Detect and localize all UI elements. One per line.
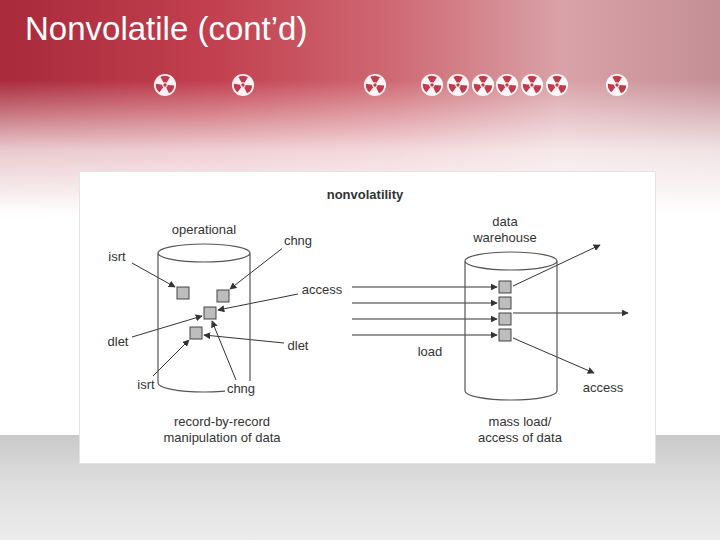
radiation-symbol [496, 74, 518, 96]
operation-label: access [300, 282, 344, 298]
cylinder-store: operational [144, 222, 264, 394]
operation-label: chng [225, 381, 257, 397]
record-square [190, 327, 202, 339]
record-square [177, 287, 189, 299]
cylinder-store: data warehouse [463, 214, 547, 402]
operation-label: dlet [106, 334, 131, 350]
record-square [217, 290, 229, 302]
radiation-symbol [232, 74, 254, 96]
load-arrow [352, 287, 497, 288]
store-heading: data warehouse [463, 214, 547, 246]
load-arrow [352, 319, 497, 320]
record-square [499, 297, 511, 309]
store-caption: mass load/ access of data [468, 414, 572, 446]
operation-label: isrt [106, 249, 127, 265]
cylinder-shape [158, 244, 250, 392]
radiation-symbol [472, 74, 494, 96]
operation-label: chng [282, 233, 314, 249]
operation-label: isrt [135, 377, 156, 393]
radiation-symbol [521, 74, 543, 96]
store-heading-group: data warehouse [463, 214, 547, 246]
leader-arrow [212, 321, 236, 380]
leader-arrow [132, 316, 202, 337]
access-arrow [513, 338, 594, 373]
load-arrow [352, 335, 497, 336]
leader-arrows [132, 245, 628, 380]
operation-label: access [581, 380, 625, 396]
diagram-heading: nonvolatility [325, 187, 406, 203]
radiation-symbol [606, 74, 628, 96]
radiation-symbol [447, 74, 469, 96]
record-square [499, 329, 511, 341]
radiation-symbol [364, 74, 386, 96]
leader-arrow [204, 335, 284, 343]
store-caption: record-by-record manipulation of data [150, 414, 294, 446]
slide-title: Nonvolatile (cont’d) [25, 9, 307, 49]
store-heading: operational [144, 222, 264, 238]
load-arrow [352, 303, 497, 304]
store-heading-group: operational [144, 222, 264, 238]
operation-label: load [416, 344, 445, 360]
record-square [499, 313, 511, 325]
radiation-symbol [154, 74, 176, 96]
radiation-symbols [154, 74, 628, 96]
leader-arrow [230, 247, 284, 289]
records [177, 281, 511, 341]
cylinder-shape [465, 252, 557, 400]
cylinder-outline [463, 250, 559, 402]
record-square [204, 307, 216, 319]
operation-label: dlet [286, 338, 311, 354]
record-square [499, 281, 511, 293]
radiation-symbol [421, 74, 443, 96]
leader-arrow [132, 263, 175, 287]
cylinder-outline [156, 242, 252, 394]
leader-arrow [218, 294, 298, 310]
access-arrow [513, 313, 628, 314]
radiation-symbol [546, 74, 568, 96]
